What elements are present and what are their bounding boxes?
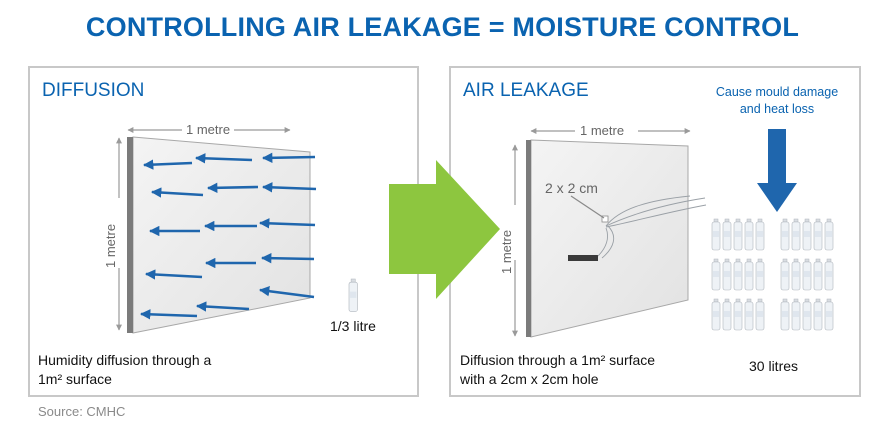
diffusion-wall [127,137,310,333]
water-bottle-icon [803,259,811,290]
water-bottle-icon [781,299,789,330]
height-label-right: 1 metre [499,230,514,274]
water-bottle-icon [781,259,789,290]
water-bottle-icon [781,219,789,250]
water-bottle-icon [745,299,753,330]
water-bottle-icon [734,259,742,290]
height-label-left: 1 metre [103,224,118,268]
water-bottle-icon [734,219,742,250]
bottle-grid [712,219,833,330]
hole-size-label: 2 x 2 cm [545,180,598,196]
water-bottle-icon [723,299,731,330]
water-bottle-icon [756,259,764,290]
water-bottle-icon [756,219,764,250]
water-bottle-icon [745,259,753,290]
cause-line2: and heat loss [700,101,854,118]
diffusion-caption-line2: 1m² surface [38,370,211,389]
water-bottle-icon [803,219,811,250]
leakage-wall [526,140,688,337]
water-bottle-icon [712,259,720,290]
water-bottle-icon [723,259,731,290]
water-bottle-icon [814,259,822,290]
source-note: Source: CMHC [38,404,125,419]
cause-note: Cause mould damage and heat loss [700,84,854,118]
water-bottle-icon [792,299,800,330]
bottle-icon [349,279,357,312]
leakage-caption-line2: with a 2cm x 2cm hole [460,370,655,389]
water-bottle-icon [756,299,764,330]
bottles-label: 30 litres [749,358,798,374]
water-bottle-icon [803,299,811,330]
water-bottle-icon [734,299,742,330]
water-bottle-icon [745,219,753,250]
water-bottle-icon [712,299,720,330]
down-arrow-icon [757,129,797,212]
leakage-caption-line1: Diffusion through a 1m² surface [460,351,655,370]
width-label-left: 1 metre [186,122,230,137]
green-arrow-icon [389,160,500,299]
water-bottle-icon [814,219,822,250]
water-bottle-icon [792,259,800,290]
cause-line1: Cause mould damage [700,84,854,101]
diffusion-caption: Humidity diffusion through a 1m² surface [38,351,211,389]
width-label-right: 1 metre [580,123,624,138]
diffusion-caption-line1: Humidity diffusion through a [38,351,211,370]
water-bottle-icon [723,219,731,250]
water-bottle-icon [712,219,720,250]
bottle-label: 1/3 litre [330,318,376,334]
water-bottle-icon [814,299,822,330]
water-bottle-icon [792,219,800,250]
water-bottle-icon [825,259,833,290]
water-bottle-icon [825,299,833,330]
leakage-caption: Diffusion through a 1m² surface with a 2… [460,351,655,389]
water-bottle-icon [825,219,833,250]
